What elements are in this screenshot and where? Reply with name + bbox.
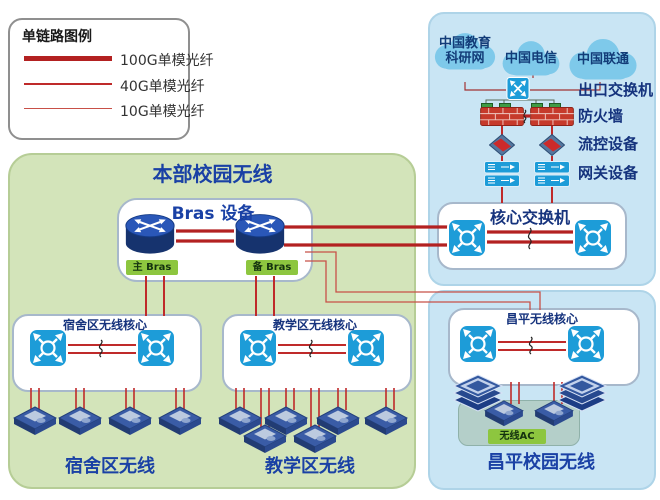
changping-core-title: 昌平无线核心 [505,312,578,326]
legend-item-10g: 10G单模光纤 [120,104,205,120]
dorm-core-switch-icon-right [136,328,176,368]
changping-title: 昌平校园无线 [487,452,595,473]
teaching-area-label: 教学区无线 [265,456,355,477]
dorm-core-title: 宿舍区无线核心 [62,318,147,332]
teaching-ap-icon [364,406,408,436]
main-campus-title: 本部校园无线 [152,162,273,186]
dorm-core-switch-icon-left [28,328,68,368]
changping-core-switch-icon-left [458,324,498,364]
wireless-ac-chip: 无线AC [488,429,546,444]
legend-title: 单链路图例 [22,29,92,45]
cloud-cernet-label: 中国教育 科研网 [438,36,491,66]
cloud-telecom-label: 中国电信 [504,51,557,66]
legend-box [8,18,190,140]
cloud-unicom: 中国联通 [564,34,642,86]
gateway-icon-right [534,161,570,187]
legend-line-40g [24,83,112,85]
legend-line-10g [24,108,112,109]
teaching-ap-icon [243,424,287,454]
dorm-ap-icon [58,406,102,436]
firewall-icon-left [480,107,524,126]
firewall-label: 防火墙 [578,107,624,125]
core-switch-title: 核心交换机 [489,208,570,227]
dorm-area-label: 宿舍区无线 [65,456,155,477]
bras-title: Bras 设备 [171,204,255,224]
primary-bras-chip: 主 Bras [126,260,178,275]
cloud-telecom: 中国电信 [498,34,564,84]
teaching-core-title: 教学区无线核心 [272,318,357,332]
teaching-core-switch-icon-right [346,328,386,368]
wireless-ac-icon-left [484,400,524,427]
teaching-core-switch-icon-left [238,328,278,368]
cloud-unicom-label: 中国联通 [576,52,629,67]
wireless-ac-icon-right [534,400,574,427]
exit-switch-icon [506,77,530,100]
dorm-ap-icon [13,406,57,436]
exit-switch-label: 出口交换机 [578,81,654,99]
dorm-ap-icon [108,406,152,436]
dorm-ap-icon [158,406,202,436]
gateway-icon-left [484,161,520,187]
flow-control-label: 流控设备 [578,135,639,153]
backup-bras-chip: 备 Bras [246,260,298,275]
cloud-cernet: 中国教育 科研网 [430,24,500,80]
legend-item-100g: 100G单模光纤 [120,53,214,69]
legend-line-100g [24,56,112,61]
teaching-ap-icon [293,424,337,454]
flow-control-icon-left [489,134,515,156]
gateway-label: 网关设备 [578,164,639,182]
firewall-icon-right [530,107,574,126]
changping-core-switch-icon-right [566,324,606,364]
legend-item-40g: 40G单模光纤 [120,79,205,95]
flow-control-icon-right [539,134,565,156]
